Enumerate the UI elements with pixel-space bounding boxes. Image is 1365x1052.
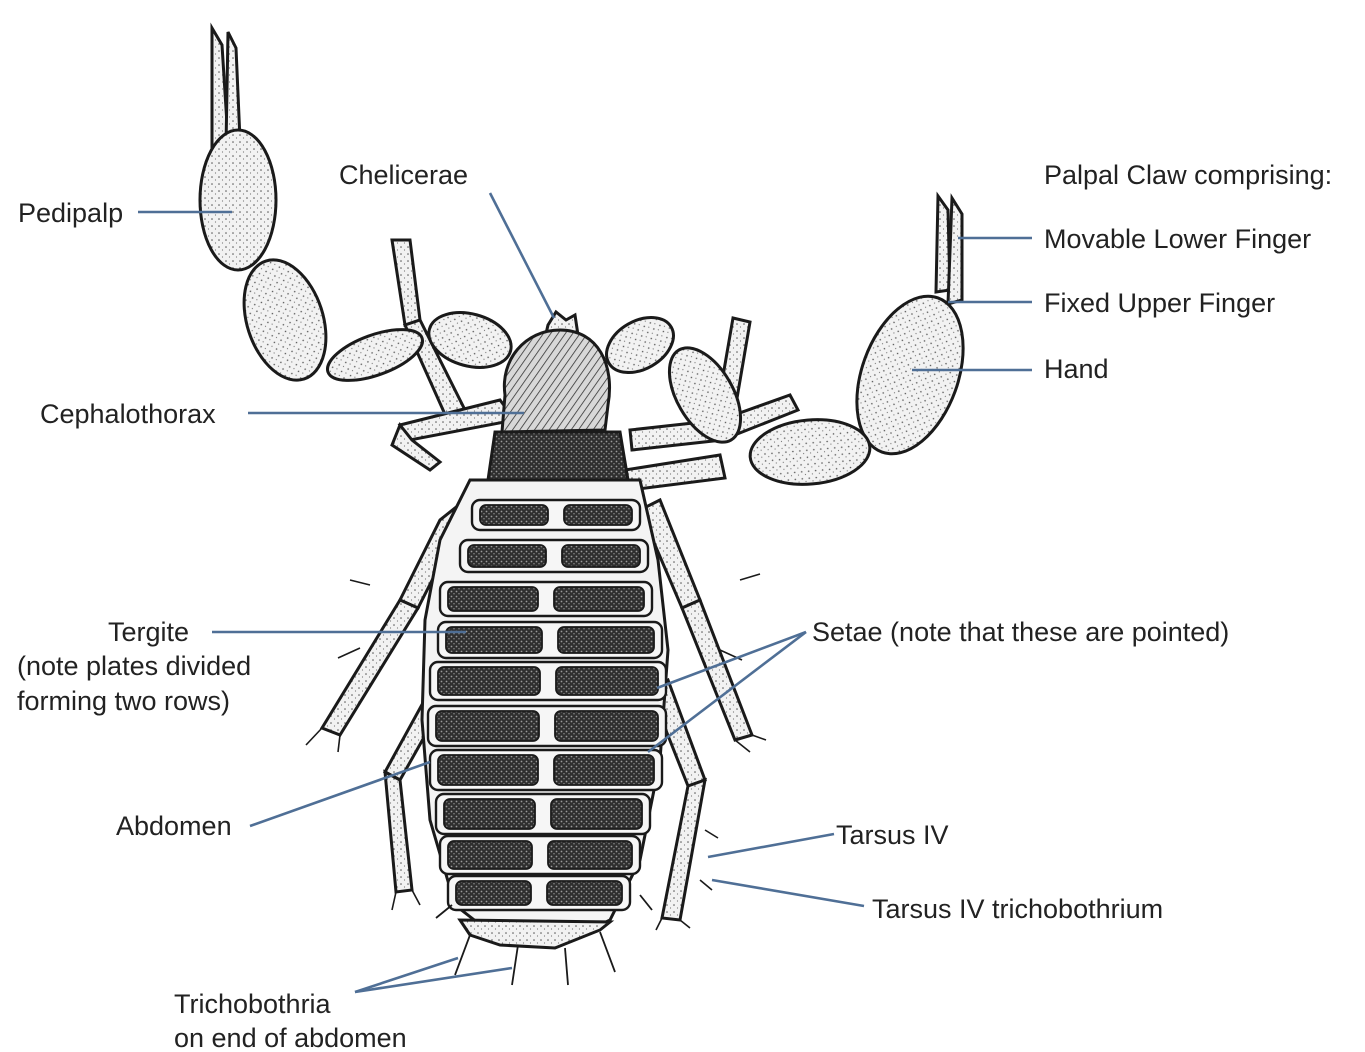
left-leg-4-lower	[385, 772, 412, 892]
label-fixed-upper-finger: Fixed Upper Finger	[1044, 286, 1275, 321]
label-tarsus-iv: Tarsus IV	[836, 818, 949, 853]
tergite-plate-right	[562, 545, 640, 567]
label-trichobothria: Trichobothria	[174, 987, 331, 1022]
tergite-plate-left	[468, 545, 546, 567]
label-hand: Hand	[1044, 352, 1109, 387]
label-tergite: Tergite	[108, 615, 189, 650]
leader-trichobothria-2	[355, 968, 512, 992]
label-palpal-claw: Palpal Claw comprising:	[1044, 158, 1332, 193]
leader-chelicerae	[490, 193, 554, 318]
tergite-plate-right	[555, 711, 658, 741]
leader-tarsus-iv-trichobothrium	[712, 880, 864, 906]
label-pedipalp: Pedipalp	[18, 196, 123, 231]
left-leg-1	[392, 240, 420, 325]
label-movable-lower-finger: Movable Lower Finger	[1044, 222, 1311, 257]
left-pedipalp	[200, 28, 517, 391]
tergite-plate-right	[551, 799, 642, 829]
tergite-plate-left	[438, 755, 538, 785]
carapace-head	[502, 330, 610, 432]
label-cephalothorax: Cephalothorax	[40, 397, 216, 432]
tergite-plate-left	[480, 505, 548, 525]
label-chelicerae: Chelicerae	[339, 158, 468, 193]
carapace-rear	[488, 432, 628, 480]
tergite-plate-left	[456, 881, 531, 905]
tergite-plate-right	[548, 841, 632, 869]
right-leg-4-lower	[662, 780, 705, 920]
tergite-plate-right	[558, 627, 654, 653]
label-tarsus-iv-trichobothrium: Tarsus IV trichobothrium	[872, 892, 1163, 927]
tergite-plate-left	[438, 667, 540, 695]
leader-trichobothria-1	[355, 958, 458, 992]
tergite-plate-left	[448, 841, 532, 869]
left-hand	[200, 130, 276, 270]
label-tergite-note-1: (note plates divided	[17, 649, 251, 684]
label-setae: Setae (note that these are pointed)	[812, 615, 1229, 650]
left-femur	[321, 319, 429, 391]
label-abdomen: Abdomen	[116, 809, 232, 844]
tergite-plate-right	[554, 755, 654, 785]
tergite-plate-right	[556, 667, 658, 695]
label-tergite-note-2: forming two rows)	[17, 684, 230, 719]
abdomen	[422, 480, 668, 948]
right-patella	[747, 415, 872, 489]
tergite-plate-left	[448, 587, 538, 611]
tergite-plate-left	[436, 711, 539, 741]
tergite-plate-right	[547, 881, 622, 905]
tergite-plate-right	[554, 587, 644, 611]
right-fixed-finger	[948, 198, 962, 304]
left-patella	[230, 249, 341, 390]
tergite-rows	[428, 500, 666, 910]
leader-tarsus-iv	[708, 834, 834, 857]
tergite-plate-left	[444, 799, 535, 829]
left-leg-3-lower	[322, 600, 418, 735]
tergite-plate-right	[564, 505, 632, 525]
abdomen-tip	[460, 920, 610, 948]
label-trichobothria-location: on end of abdomen	[174, 1021, 407, 1052]
